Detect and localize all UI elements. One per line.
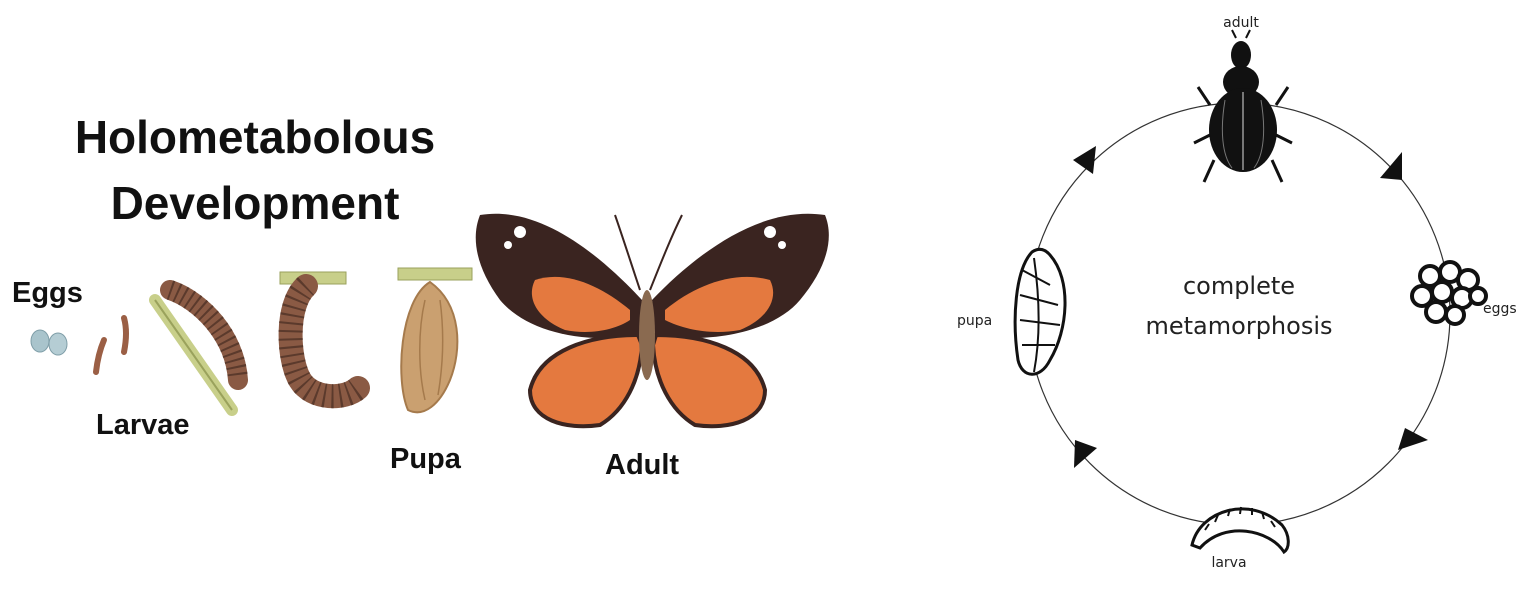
cycle-arrow-eggs-to-larva — [1398, 428, 1428, 450]
chrysalis-illustration — [398, 268, 472, 412]
young-larvae-illustration — [96, 318, 126, 372]
butterfly-illustration — [476, 214, 829, 427]
title-line-1: Holometabolous — [75, 111, 435, 163]
egg-cluster-illustration — [1412, 262, 1486, 324]
adult-label: Adult — [605, 449, 679, 481]
larva-on-stem-illustration — [155, 290, 238, 410]
larvae-label: Larvae — [96, 409, 190, 441]
cycle-label-pupa: pupa — [957, 313, 992, 329]
cycle-label-adult: adult — [1223, 15, 1259, 31]
eggs-label: Eggs — [12, 277, 83, 309]
pupa-illustration — [1015, 249, 1065, 374]
cycle-label-larva: larva — [1211, 555, 1246, 571]
cycle-arrow-adult-to-eggs — [1380, 152, 1402, 180]
cycle-arrow-larva-to-pupa — [1074, 440, 1097, 468]
metamorphosis-cycle-panel: complete metamorphosis adult eggs larva … — [957, 15, 1517, 571]
cycle-label-eggs: eggs — [1483, 301, 1517, 317]
cycle-center-line-2: metamorphosis — [1146, 312, 1333, 340]
eggs-illustration — [31, 330, 67, 355]
grub-illustration — [1192, 507, 1288, 552]
pupa-label: Pupa — [390, 443, 462, 475]
cycle-center-line-1: complete — [1183, 272, 1295, 300]
prepupa-illustration — [280, 272, 358, 396]
holometabolous-panel: Holometabolous Development Eggs Larvae P… — [12, 111, 829, 481]
title-line-2: Development — [111, 177, 400, 229]
